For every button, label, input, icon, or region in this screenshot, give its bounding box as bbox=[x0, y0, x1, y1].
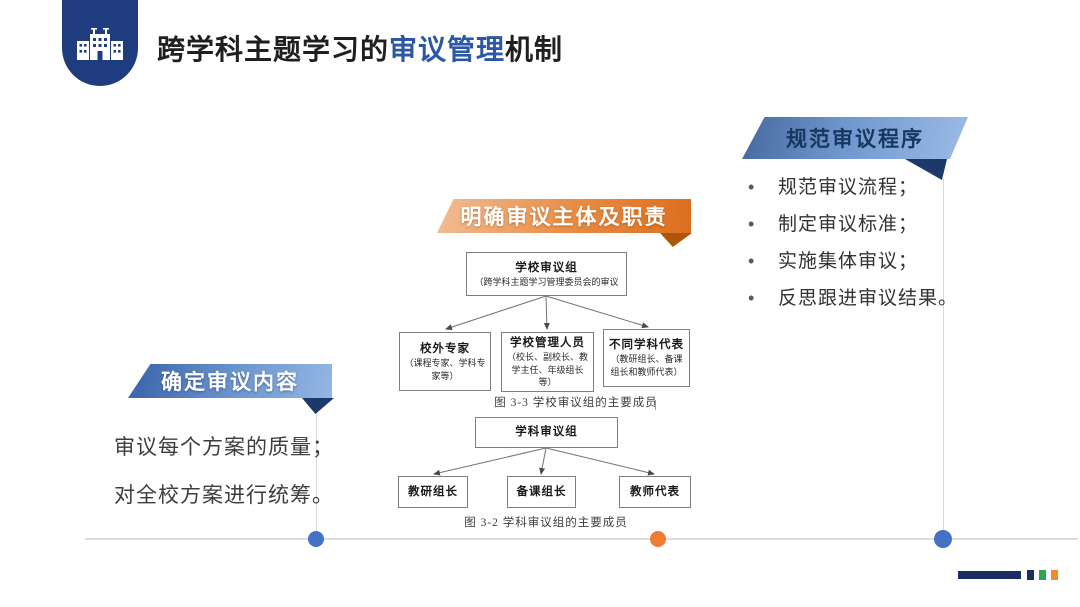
timeline-line bbox=[85, 538, 1078, 540]
footer-bar bbox=[958, 571, 1021, 579]
org-box-school-review-group: 学校审议组 （跨学科主题学习管理委员会的审议 bbox=[466, 252, 627, 296]
bullet-icon: • bbox=[748, 288, 755, 308]
list-item: • 反思跟进审议结果。 bbox=[748, 288, 959, 309]
title-suffix: 机制 bbox=[505, 34, 564, 65]
timeline-dot-blue-left bbox=[308, 531, 324, 547]
banner-fold bbox=[660, 233, 692, 247]
org-box-subject-review-group: 学科审议组 bbox=[475, 417, 618, 448]
left-text-line: 对全校方案进行统筹。 bbox=[114, 484, 334, 507]
figure-caption-3-2: 图 3-2 学科审议组的主要成员 bbox=[464, 517, 628, 529]
banner-review-content: 确定审议内容 bbox=[128, 364, 332, 398]
stray-mark bbox=[655, 400, 656, 410]
banner-fold bbox=[302, 398, 334, 414]
page-title: 跨学科主题学习的审议管理机制 bbox=[157, 28, 563, 68]
footer-square-navy bbox=[1027, 570, 1034, 580]
bullet-icon: • bbox=[748, 177, 755, 197]
logo-badge bbox=[62, 0, 138, 86]
footer-square-green bbox=[1039, 570, 1046, 580]
right-callout-connector-line bbox=[943, 178, 944, 538]
left-callout-connector-line bbox=[316, 413, 317, 538]
org-box-school-managers: 学校管理人员 （校长、副校长、教学主任、年级组长等） bbox=[501, 332, 594, 392]
org-box-lesson-prep-leader: 备课组长 bbox=[507, 476, 576, 508]
title-highlight: 审议管理 bbox=[389, 34, 506, 65]
figure-caption-3-3: 图 3-3 学校审议组的主要成员 bbox=[494, 397, 658, 409]
timeline-dot-blue-right bbox=[934, 530, 952, 548]
list-item: • 规范审议流程； bbox=[748, 177, 919, 198]
left-text-line: 审议每个方案的质量； bbox=[114, 436, 334, 459]
bullet-icon: • bbox=[748, 251, 755, 271]
banner-review-procedure: 规范审议程序 bbox=[742, 117, 968, 159]
org-box-teacher-representative: 教师代表 bbox=[619, 476, 691, 508]
banner-review-subjects: 明确审议主体及职责 bbox=[437, 199, 691, 233]
list-item: • 制定审议标准； bbox=[748, 214, 919, 235]
list-item: • 实施集体审议； bbox=[748, 251, 919, 272]
bullet-icon: • bbox=[748, 214, 755, 234]
org-box-subject-representatives: 不同学科代表 （教研组长、备课组长和教师代表） bbox=[603, 329, 690, 387]
org-box-research-group-leader: 教研组长 bbox=[398, 476, 468, 508]
school-building-icon bbox=[77, 28, 123, 60]
org-box-external-experts: 校外专家 （课程专家、学科专家等） bbox=[399, 332, 491, 391]
title-prefix: 跨学科主题学习的 bbox=[157, 34, 390, 65]
right-bullet-list: • 规范审议流程； • 制定审议标准； • 实施集体审议； • 反思跟进审议结果… bbox=[748, 172, 958, 320]
footer-square-orange bbox=[1051, 570, 1058, 580]
timeline-dot-orange bbox=[650, 531, 666, 547]
